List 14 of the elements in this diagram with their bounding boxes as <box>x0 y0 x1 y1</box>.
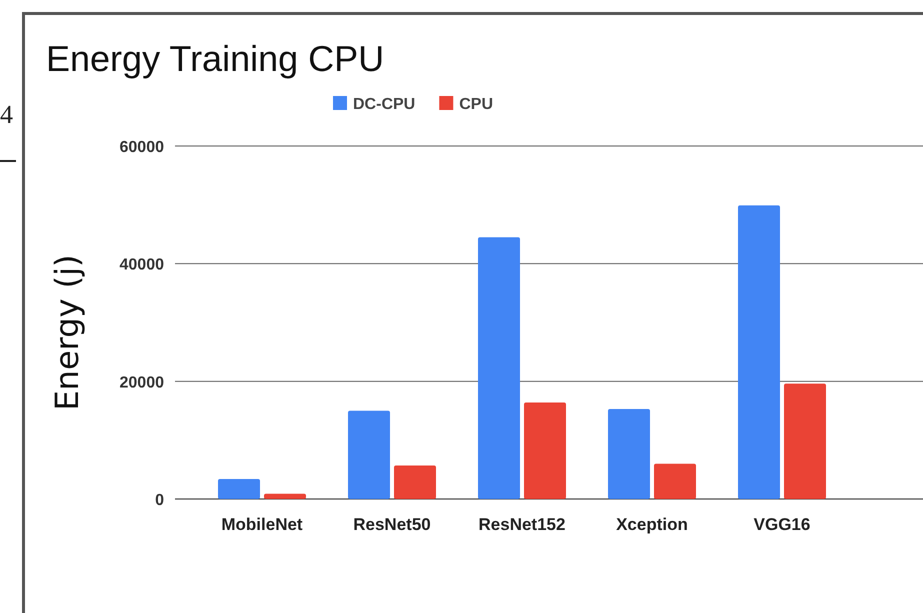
y-tick-label: 60000 <box>120 139 164 156</box>
y-axis-title: Energy (j) <box>48 254 86 411</box>
x-tick-label: ResNet152 <box>478 515 566 534</box>
x-tick-label: MobileNet <box>221 515 303 534</box>
chart-title: Energy Training CPU <box>46 38 384 80</box>
page-number: 4 <box>0 100 13 130</box>
y-tick-label: 20000 <box>120 374 164 392</box>
legend-label: CPU <box>459 96 493 113</box>
y-tick-label: 0 <box>155 492 164 509</box>
x-tick-label: ResNet50 <box>353 515 431 534</box>
legend-label: DC-CPU <box>353 96 416 113</box>
x-tick-label: VGG16 <box>754 515 810 534</box>
x-tick-label: Xception <box>616 515 688 534</box>
y-tick-label: 40000 <box>120 256 164 274</box>
